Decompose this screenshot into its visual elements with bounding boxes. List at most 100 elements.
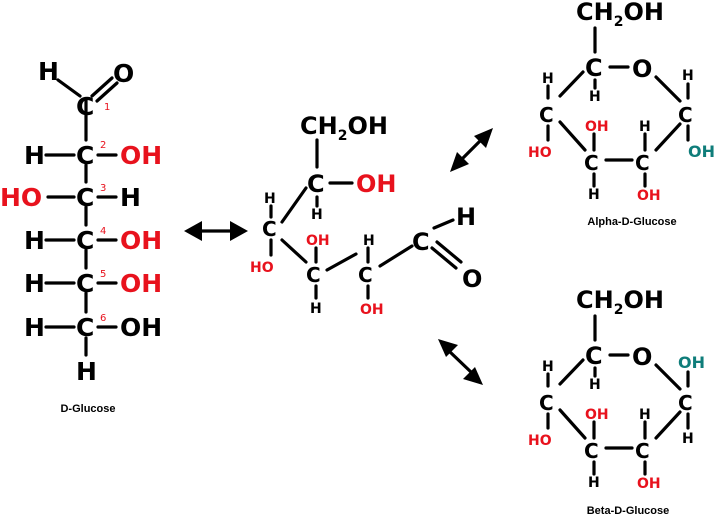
atom-alpha-h-c2: H: [639, 119, 651, 135]
atom-c3-mid: C: [306, 263, 321, 287]
atom-c1-mid: C: [412, 228, 430, 256]
atom-h-c3: H: [120, 183, 141, 212]
beta-d-glucose: CH2OH C H O C OH H C H HO C OH H C H OH …: [528, 286, 705, 517]
atom-h-c5: H: [24, 269, 45, 298]
atom-h-aldehyde: H: [38, 57, 59, 86]
atom-alpha-h-c1: H: [682, 68, 694, 84]
bond-beta-c4-c3: [558, 408, 587, 440]
atom-oh-c5: OH: [120, 269, 162, 298]
atom-h-c6: H: [24, 313, 45, 342]
atom-alpha-c4: C: [539, 103, 554, 127]
atom-beta-c4: C: [539, 391, 554, 415]
atom-alpha-h-c4: H: [542, 71, 554, 87]
atom-h-bottom: H: [76, 357, 97, 386]
atom-oh-c2-mid: OH: [360, 302, 384, 318]
carbon-number-4: 4: [100, 226, 106, 237]
atom-beta-oh-c3: OH: [585, 407, 609, 423]
bond-alpha-c2-c1: [654, 122, 682, 152]
atom-beta-h-c3: H: [588, 475, 600, 491]
bond-alpha-c4-c3: [558, 120, 587, 152]
atom-beta-oh-c2: OH: [637, 476, 661, 492]
d-glucose-fischer: H O C 1 H C 2 OH HO C 3 H H C 4 OH H C 5…: [0, 57, 162, 415]
atom-beta-c2: C: [635, 439, 650, 463]
atom-c5: C: [76, 269, 94, 298]
alpha-label: Alpha-D-Glucose: [587, 216, 676, 228]
atom-alpha-oh-c2: OH: [637, 188, 661, 204]
atom-c4: C: [76, 226, 94, 255]
atom-beta-h-c1: H: [682, 431, 694, 447]
bond-beta-c2-c1: [654, 410, 682, 440]
d-glucose-label: D-Glucose: [60, 403, 115, 415]
atom-h-c1-mid: H: [456, 203, 476, 231]
atom-beta-h-c2: H: [639, 407, 651, 423]
atom-o-c1-mid: O: [462, 265, 482, 293]
atom-alpha-c1: C: [678, 103, 693, 127]
beta-label: Beta-D-Glucose: [587, 505, 670, 517]
atom-h-c2-mid: H: [363, 233, 375, 249]
atom-alpha-c3: C: [584, 151, 599, 175]
atom-oh-c4: OH: [120, 226, 162, 255]
double-arrow-bottom: [438, 339, 483, 385]
atom-oh-c5-mid: OH: [356, 170, 397, 198]
atom-alpha-c2: C: [635, 151, 650, 175]
carbon-number-2: 2: [100, 140, 106, 151]
atom-ho-c4-mid: HO: [250, 260, 274, 276]
bond-alpha-o-c1: [654, 75, 682, 103]
atom-h-c4: H: [24, 226, 45, 255]
atom-c1: C: [76, 92, 94, 121]
atom-o-aldehyde: O: [113, 59, 134, 88]
carbon-number-5: 5: [100, 269, 106, 280]
carbon-number-3: 3: [100, 183, 106, 194]
atom-ho-c3: HO: [0, 183, 42, 212]
atom-beta-h-c5: H: [589, 377, 601, 393]
bond-c3-c2: [325, 252, 358, 272]
atom-h-c3-mid: H: [310, 301, 322, 317]
ch2oh-middle: CH2OH: [300, 112, 388, 144]
atom-beta-c5: C: [585, 342, 603, 370]
atom-alpha-ring-o: O: [632, 55, 652, 83]
atom-alpha-c5: C: [585, 54, 603, 82]
atom-c5-mid: C: [307, 170, 325, 198]
bond-c2-c1: [378, 244, 414, 268]
atom-alpha-oh-c1: OH: [688, 142, 715, 161]
bond-c1-h: [432, 218, 455, 230]
atom-c3: C: [76, 183, 94, 212]
atom-c6: C: [76, 313, 94, 342]
atom-oh-c6: OH: [120, 313, 162, 342]
ch2oh-beta: CH2OH: [576, 286, 664, 318]
atom-oh-c3-mid: OH: [306, 233, 330, 249]
ch2oh-alpha: CH2OH: [576, 0, 664, 30]
atom-beta-c3: C: [584, 439, 599, 463]
atom-c4-mid: C: [262, 217, 277, 241]
atom-alpha-oh-c3: OH: [585, 119, 609, 135]
atom-h-c4-mid: H: [264, 191, 276, 207]
carbon-number-6: 6: [100, 313, 106, 324]
atom-c2-mid: C: [358, 263, 373, 287]
bond-c1-o-a: [430, 246, 458, 270]
bond-c1-h: [56, 78, 82, 98]
atom-alpha-h-c5: H: [589, 89, 601, 105]
open-chain-glucose: CH2OH C OH H C H HO C OH H C H OH C H O: [250, 112, 482, 318]
atom-oh-c2: OH: [120, 141, 162, 170]
bond-c1-o-b: [435, 240, 463, 264]
bond-c1-o-b: [95, 81, 119, 103]
bond-beta-c5-c4: [558, 358, 585, 386]
double-arrow-top: [450, 128, 493, 172]
atom-h-c2: H: [24, 141, 45, 170]
carbon-number-1: 1: [104, 102, 110, 113]
atom-beta-ho-c4: HO: [528, 433, 552, 449]
atom-beta-oh-c1: OH: [678, 353, 705, 372]
alpha-d-glucose: CH2OH C H O C H OH C H HO C OH H C H OH …: [528, 0, 715, 228]
bond-c5-c4: [280, 186, 308, 224]
bond-beta-o-c1: [654, 363, 682, 391]
bond-c4-c3: [280, 238, 308, 264]
atom-beta-h-c4: H: [542, 359, 554, 375]
double-arrow-left: [184, 221, 248, 241]
atom-h-c5-mid: H: [311, 207, 323, 223]
atom-beta-c1: C: [678, 391, 693, 415]
atom-alpha-h-c3: H: [588, 187, 600, 203]
atom-alpha-ho-c4: HO: [528, 145, 552, 161]
atom-c2: C: [76, 141, 94, 170]
